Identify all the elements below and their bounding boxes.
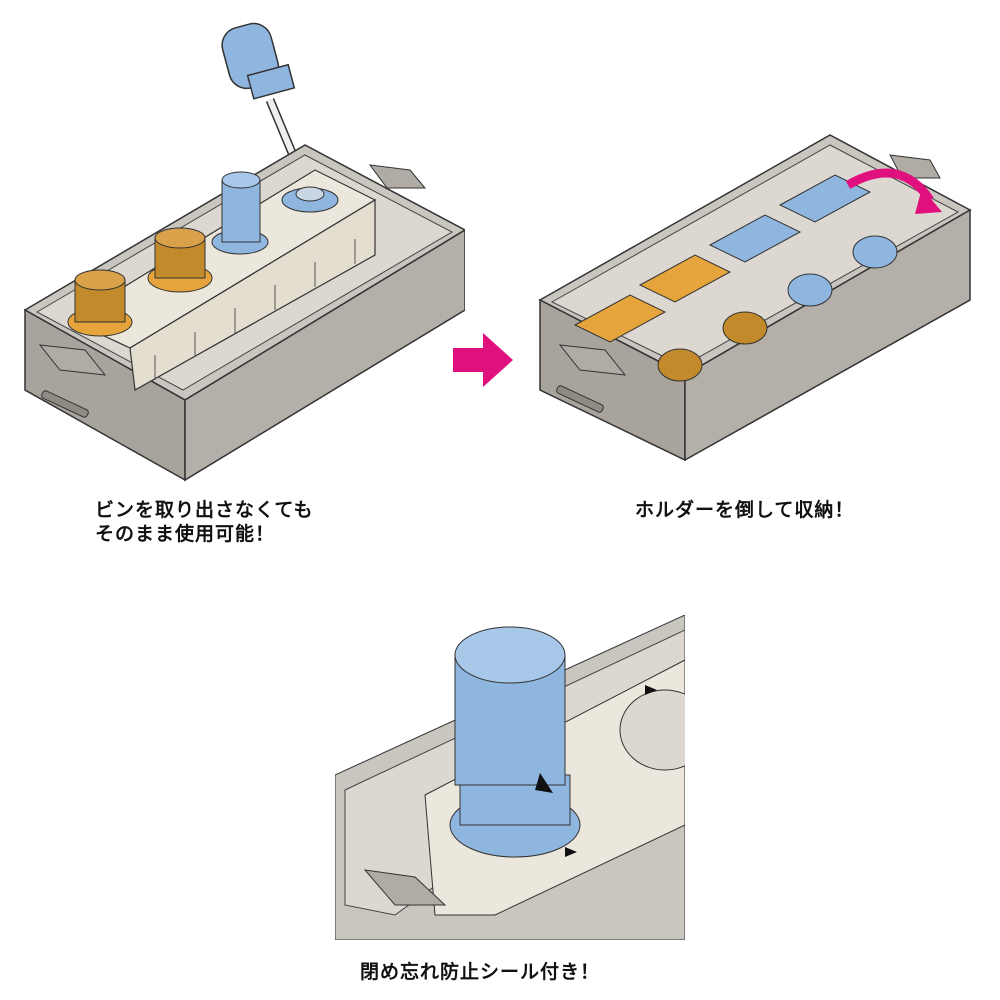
bottle-blue <box>211 171 269 255</box>
bottle-brown-1 <box>67 269 133 337</box>
bottle-closeup <box>449 626 581 858</box>
stored-labels <box>573 174 872 343</box>
triangle-marker-icon <box>535 773 553 793</box>
holder-insert <box>68 169 377 391</box>
caption-panel1-line2: そのまま使用可能！ <box>95 523 276 545</box>
bottle-brown-2 <box>147 227 213 293</box>
panel-sticker-closeup <box>335 615 685 940</box>
caption-panel1-line1: ビンを取り出さなくても <box>95 499 314 521</box>
caption-panel2: ホルダーを倒して収納！ <box>635 499 855 521</box>
brush-bottle-cap <box>221 22 300 162</box>
panel-holder-upright <box>23 22 465 482</box>
stored-bottles <box>657 235 898 382</box>
right-arrow-icon <box>453 333 513 387</box>
caption-panel3: 閉め忘れ防止シール付き！ <box>360 961 601 983</box>
bottle-open-neck <box>281 186 339 213</box>
storage-box-2 <box>538 134 972 462</box>
panel-holder-stored <box>538 134 972 462</box>
